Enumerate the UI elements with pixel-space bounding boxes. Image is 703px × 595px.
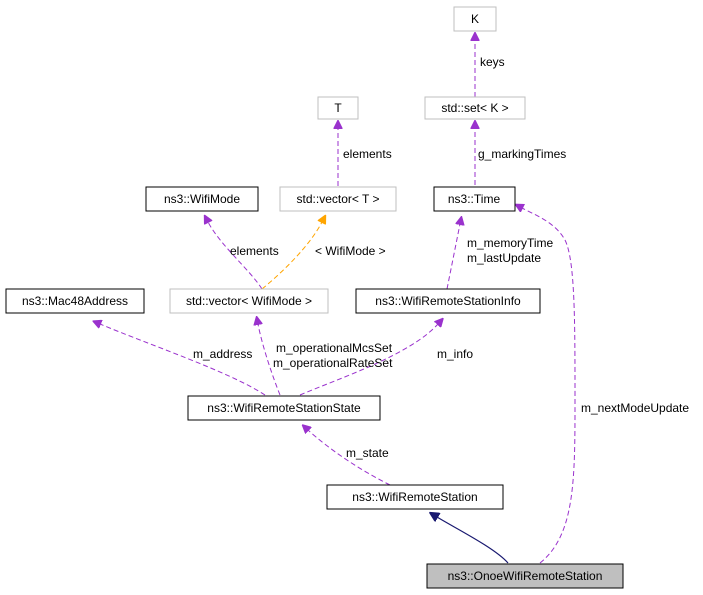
node-onoe-wifi-remote-station[interactable]: ns3::OnoeWifiRemoteStation xyxy=(426,563,624,589)
label-keys: keys xyxy=(480,55,505,69)
svg-text:std::vector< WifiMode >: std::vector< WifiMode > xyxy=(186,294,312,308)
edge-labels: keys g_markingTimes elements elements < … xyxy=(193,55,689,460)
label-m-operational-mcs-set: m_operationalMcsSet xyxy=(276,341,393,355)
node-mac48address[interactable]: ns3::Mac48Address xyxy=(5,288,145,314)
edges xyxy=(100,40,576,564)
svg-text:ns3::WifiMode: ns3::WifiMode xyxy=(164,192,240,206)
svg-text:ns3::Time: ns3::Time xyxy=(448,192,501,206)
node-wifi-remote-station[interactable]: ns3::WifiRemoteStation xyxy=(326,484,504,510)
edge-operational-sets xyxy=(258,324,281,396)
svg-text:K: K xyxy=(471,12,479,26)
svg-text:T: T xyxy=(334,101,342,115)
node-wifimode[interactable]: ns3::WifiMode xyxy=(145,186,259,212)
label-m-state: m_state xyxy=(346,446,389,460)
label-m-address: m_address xyxy=(193,347,252,361)
node-vector-wifimode[interactable]: std::vector< WifiMode > xyxy=(169,288,329,314)
label-m-memory-time: m_memoryTime xyxy=(467,236,554,250)
svg-text:ns3::Mac48Address: ns3::Mac48Address xyxy=(22,294,128,308)
label-m-last-update: m_lastUpdate xyxy=(467,251,541,265)
node-wifi-remote-station-info[interactable]: ns3::WifiRemoteStationInfo xyxy=(355,288,541,314)
svg-text:ns3::OnoeWifiRemoteStation: ns3::OnoeWifiRemoteStation xyxy=(448,569,603,583)
node-wifi-remote-station-state[interactable]: ns3::WifiRemoteStationState xyxy=(187,395,381,421)
node-time[interactable]: ns3::Time xyxy=(433,186,516,212)
label-m-info: m_info xyxy=(437,347,473,361)
edge-template-wifimode xyxy=(261,222,322,290)
edge-inheritance xyxy=(437,517,509,564)
label-g-marking-times: g_markingTimes xyxy=(478,147,566,161)
edge-m-info xyxy=(299,324,438,396)
svg-text:std::set< K >: std::set< K > xyxy=(441,101,508,115)
edge-m-state xyxy=(308,430,391,486)
node-set-k[interactable]: std::set< K > xyxy=(424,96,526,120)
edge-memory-time xyxy=(446,224,460,290)
svg-text:ns3::WifiRemoteStation: ns3::WifiRemoteStation xyxy=(352,490,477,504)
edge-elements-wifimode xyxy=(208,222,263,290)
svg-text:std::vector< T >: std::vector< T > xyxy=(297,192,380,206)
svg-text:ns3::WifiRemoteStationState: ns3::WifiRemoteStationState xyxy=(207,401,361,415)
label-m-operational-rate-set: m_operationalRateSet xyxy=(273,356,393,370)
nodes: K std::set< K > T ns3::Time std::vector<… xyxy=(5,6,624,589)
edge-m-address xyxy=(100,324,266,396)
edge-m-next-mode-update xyxy=(522,208,576,564)
label-elements-wifimode: elements xyxy=(230,244,279,258)
label-template-wifimode: < WifiMode > xyxy=(315,244,386,258)
label-elements-t: elements xyxy=(343,147,392,161)
svg-text:ns3::WifiRemoteStationInfo: ns3::WifiRemoteStationInfo xyxy=(375,294,521,308)
node-t[interactable]: T xyxy=(317,96,359,120)
node-k[interactable]: K xyxy=(453,6,497,32)
label-m-next-mode-update: m_nextModeUpdate xyxy=(581,401,689,415)
node-vector-t[interactable]: std::vector< T > xyxy=(279,186,397,212)
